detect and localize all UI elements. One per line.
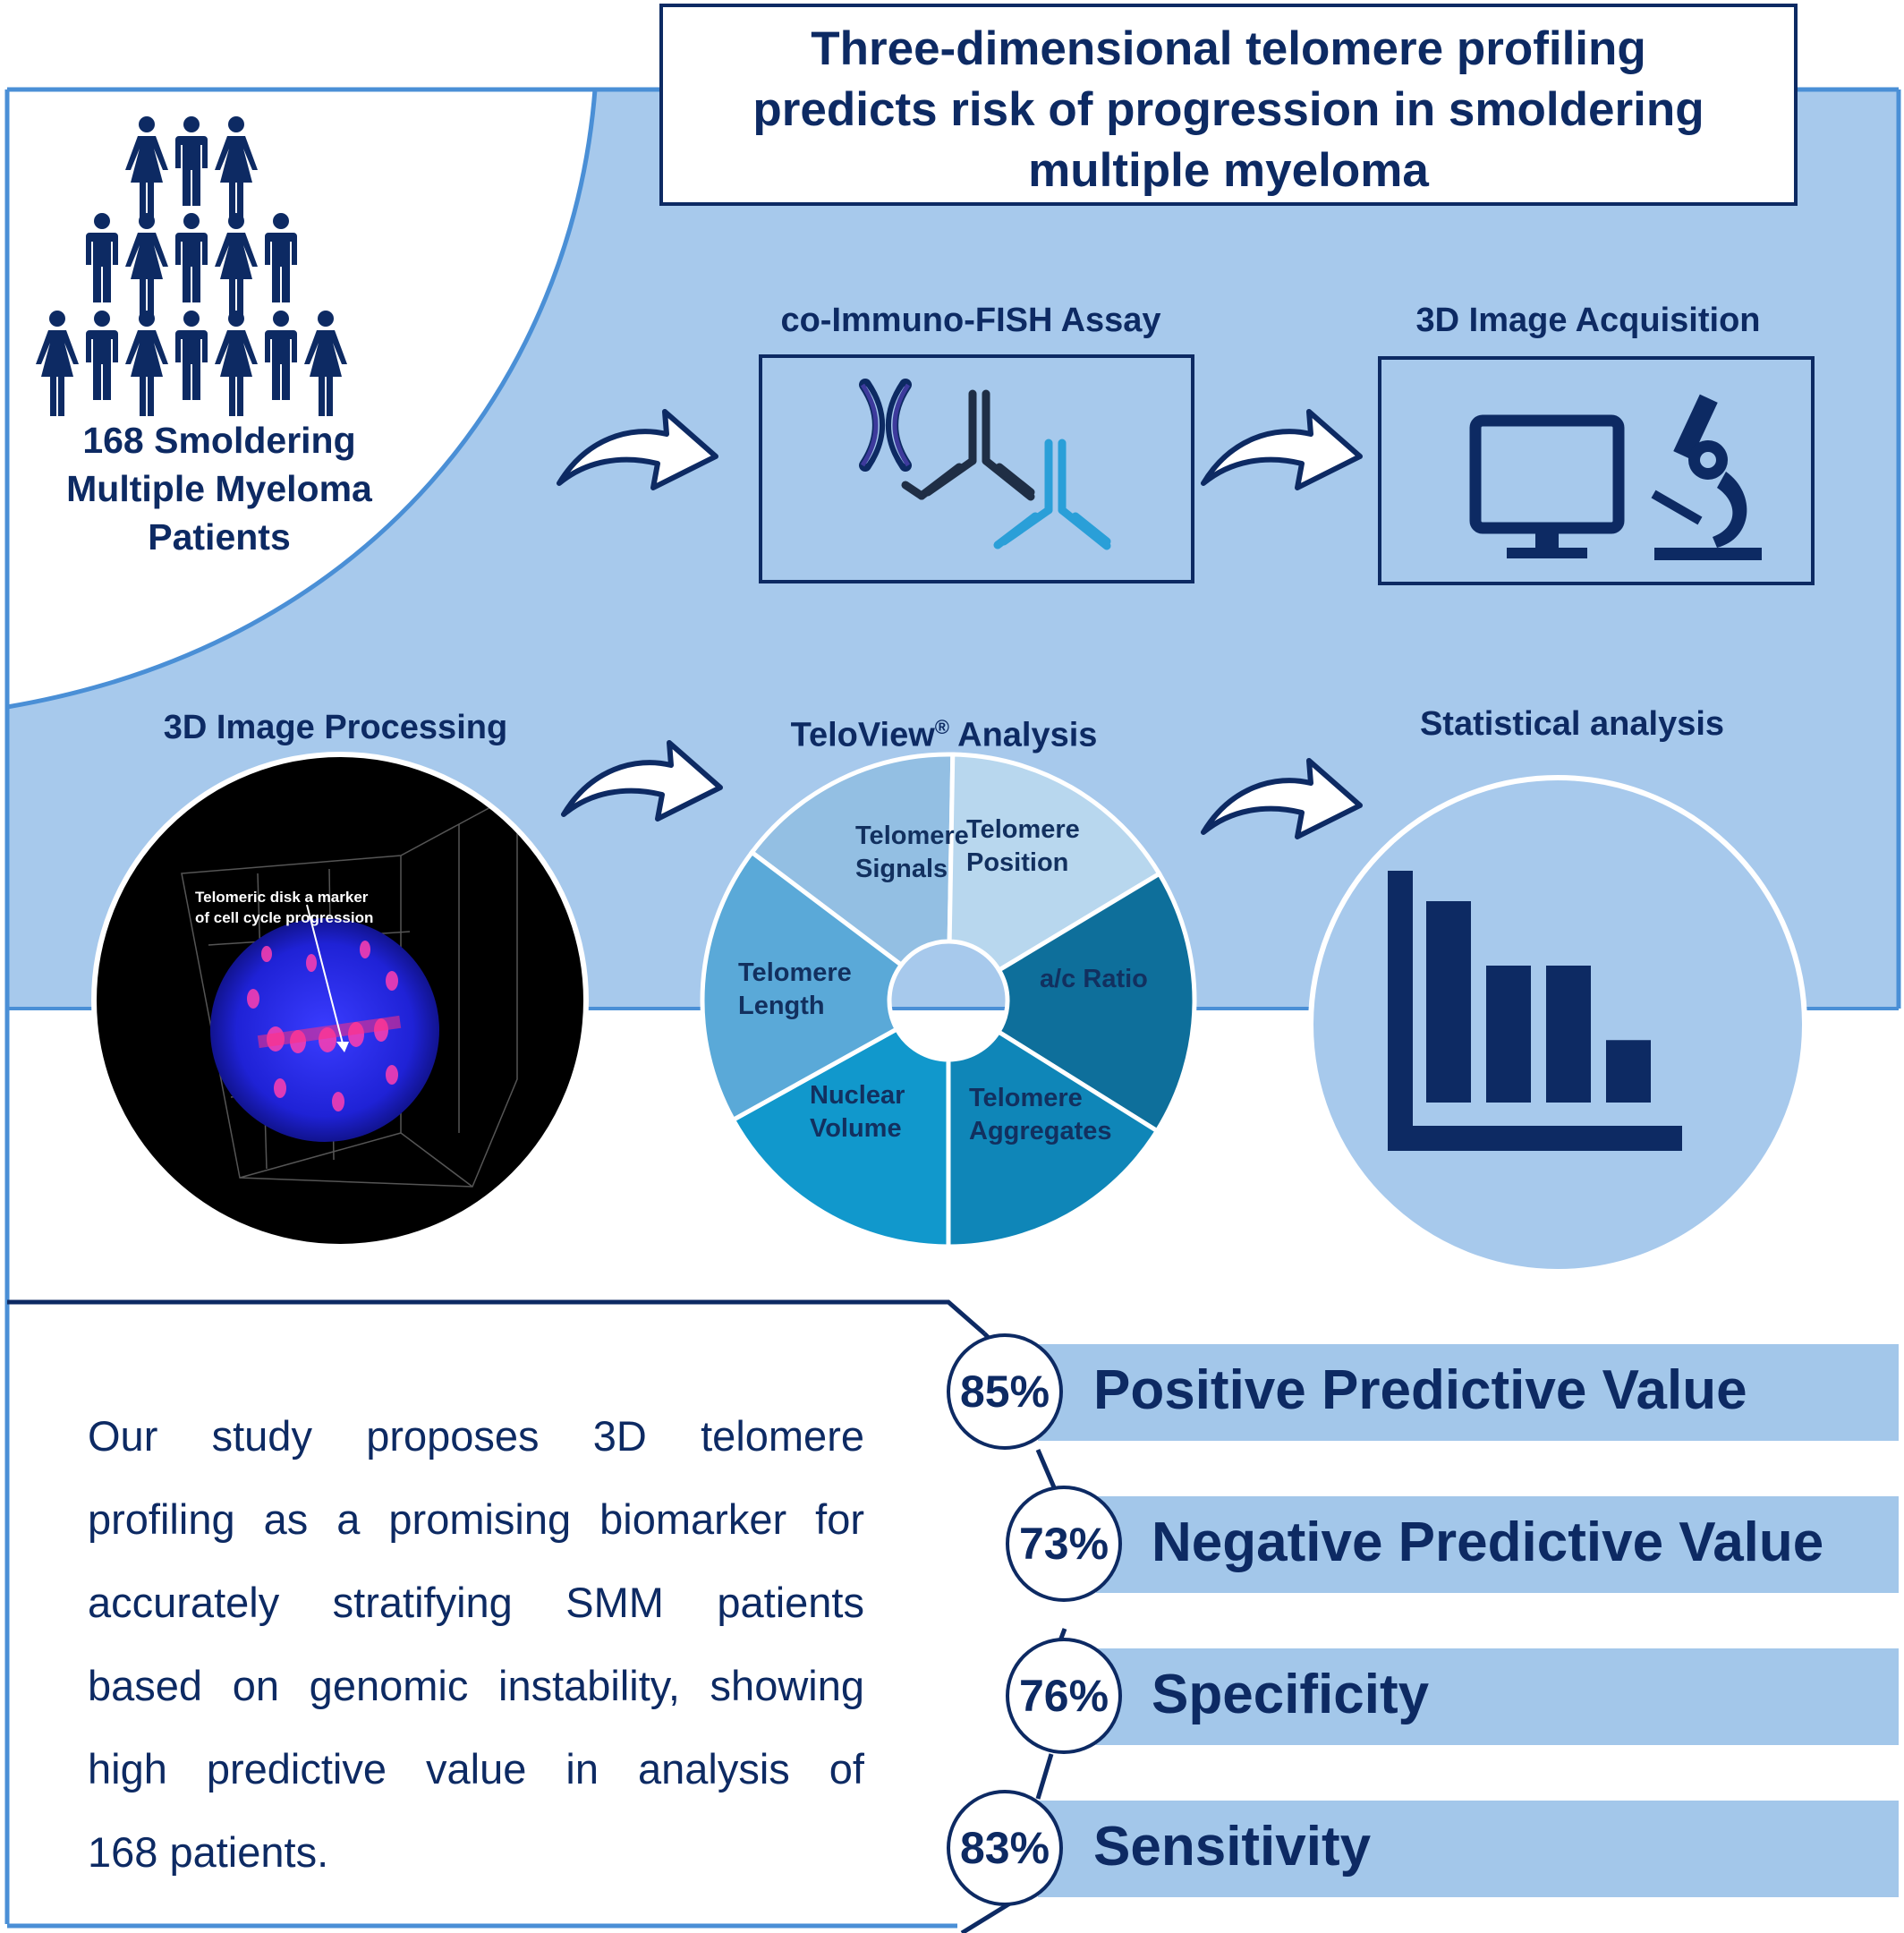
processing-label: 3D Image Processing bbox=[163, 709, 508, 746]
donut-segment-telomere-position bbox=[947, 752, 1163, 974]
conclusion-line-5: high predictive value in analysis of bbox=[88, 1745, 864, 1792]
stat-bar-ppv bbox=[1038, 1344, 1899, 1441]
teloview-name: TeloView bbox=[790, 716, 935, 754]
acquisition-label: 3D Image Acquisition bbox=[1415, 302, 1761, 339]
stat-bar-specificity bbox=[1096, 1648, 1899, 1745]
title-box: Three-dimensional telomere profiling pre… bbox=[659, 4, 1798, 206]
conclusion-line-2: profiling as a promising biomarker for bbox=[88, 1495, 864, 1543]
arrow-cohort-to-assay bbox=[559, 412, 716, 488]
assay-label: co-Immuno-FISH Assay bbox=[780, 302, 1161, 339]
computer-microscope-icon bbox=[1469, 394, 1762, 560]
stat-label-ppv: Positive Predictive Value bbox=[1093, 1359, 1747, 1421]
teloview-suffix: Analysis bbox=[948, 716, 1098, 754]
bar-chart-bar-3 bbox=[1546, 966, 1591, 1103]
conclusion-line-6: 168 patients. bbox=[88, 1828, 329, 1876]
conclusion-line-3: accurately stratifying SMM patients bbox=[88, 1579, 864, 1626]
assay-box bbox=[759, 354, 1194, 583]
stat-circle-npv: 73% bbox=[1006, 1486, 1122, 1602]
statistics-label: Statistical analysis bbox=[1419, 705, 1725, 743]
donut-segment-telomere-aggregates bbox=[946, 1028, 1160, 1249]
stat-bar-npv bbox=[1096, 1496, 1899, 1593]
bar-chart-icon bbox=[1388, 871, 1682, 1151]
arrow-assay-to-acquisition bbox=[1203, 412, 1360, 488]
teloview-registered-mark: ® bbox=[934, 716, 949, 738]
nucleus-3d-render: Telomeric disk a marker of cell cycle pr… bbox=[181, 791, 518, 1188]
arrow-processing-to-teloview bbox=[564, 743, 720, 819]
annotation-line-2: of cell cycle progression bbox=[195, 909, 373, 926]
bar-chart-bar-2 bbox=[1486, 966, 1531, 1103]
stat-bar-sensitivity bbox=[1038, 1801, 1899, 1897]
statistics-circle bbox=[1308, 775, 1807, 1274]
bar-chart-axis bbox=[1388, 871, 1682, 1151]
teloview-label: TeloView® Analysis bbox=[729, 707, 1159, 756]
stat-label-specificity: Specificity bbox=[1152, 1664, 1430, 1725]
cohort-line-3: Patients bbox=[148, 516, 291, 558]
bar-chart-bar-1 bbox=[1426, 901, 1471, 1103]
donut-segment-telomere-signals bbox=[748, 752, 956, 968]
stat-label-npv: Negative Predictive Value bbox=[1152, 1511, 1824, 1573]
stat-circle-ppv: 85% bbox=[947, 1333, 1063, 1450]
cohort-line-2: Multiple Myeloma bbox=[66, 468, 372, 509]
donut-segment-telomere-length bbox=[700, 848, 905, 1123]
acquisition-box bbox=[1378, 356, 1815, 585]
chromosome-antibody-icon bbox=[859, 379, 1111, 550]
donut-label-ac-ratio: a/c Ratio bbox=[1040, 965, 1148, 993]
stat-label-sensitivity: Sensitivity bbox=[1093, 1816, 1372, 1878]
stat-circle-sensitivity: 83% bbox=[947, 1790, 1063, 1906]
processing-image-circle: Telomeric disk a marker of cell cycle pr… bbox=[91, 752, 589, 1249]
donut-segment-ac-ratio bbox=[995, 870, 1197, 1135]
title-line-1: Three-dimensional telomere profiling bbox=[811, 22, 1646, 75]
stat-circle-specificity: 76% bbox=[1006, 1638, 1122, 1754]
donut-segment-nuclear-volume bbox=[730, 1026, 951, 1249]
title-line-3: multiple myeloma bbox=[1028, 144, 1429, 197]
bar-chart-bar-4 bbox=[1606, 1040, 1651, 1103]
conclusion-text: Our study proposes 3D telomere profiling… bbox=[88, 1394, 864, 1894]
annotation-line-1: Telomeric disk a marker bbox=[195, 889, 369, 906]
conclusion-line-4: based on genomic instability, showing bbox=[88, 1662, 864, 1709]
conclusion-line-1: Our study proposes 3D telomere bbox=[88, 1412, 864, 1460]
title-line-2: predicts risk of progression in smolderi… bbox=[752, 83, 1704, 136]
cohort-line-1: 168 Smoldering bbox=[82, 420, 356, 461]
